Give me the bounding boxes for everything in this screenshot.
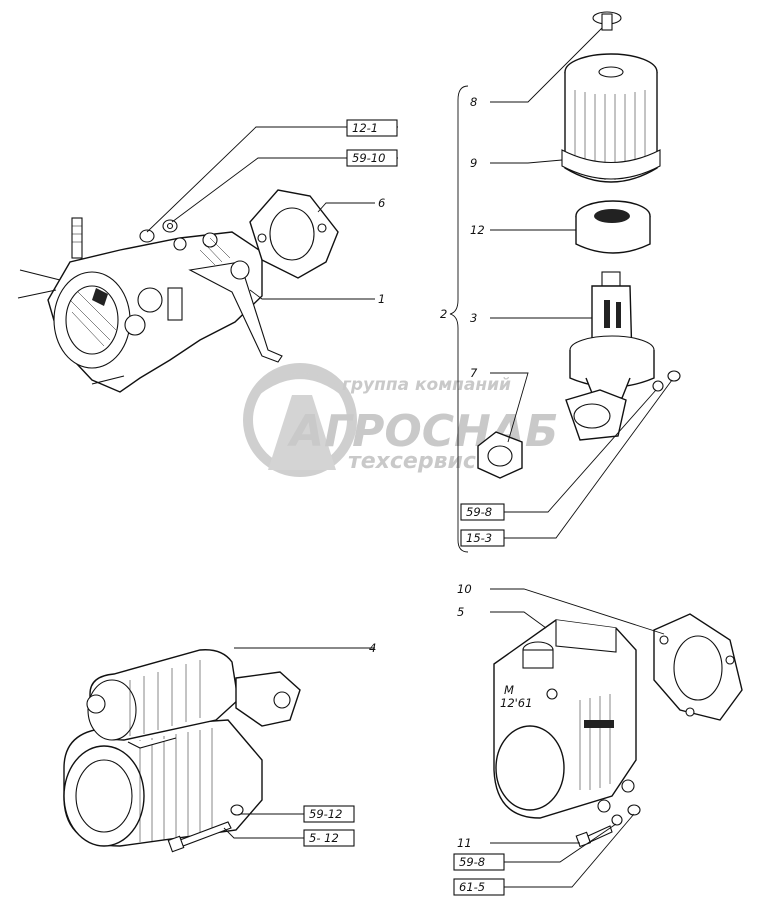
callout-59-10-label: 59-10 [352,151,385,165]
label-6: 6 [378,196,385,210]
callout-numbers: 1 2 3 4 5 6 7 8 9 10 11 12 [369,95,485,850]
watermark-line-1: группа компаний [342,375,511,395]
nut-12-1-icon [139,229,155,243]
part-3-filter-body [565,271,655,441]
washer-61-5-icon [627,804,641,816]
callout-5-12: 5- 12 [303,829,355,847]
label-5: 5 [457,605,464,619]
label-10: 10 [457,582,472,596]
callout-61-5-label: 61-5 [459,880,485,894]
label-9: 9 [470,156,477,170]
callout-59-10: 59-10 [346,149,398,167]
callout-61-5: 61-5 [453,878,505,896]
callout-5-12-label: 5- 12 [309,831,339,845]
callout-15-3-label: 15-3 [466,531,492,545]
watermark: группа компаний АГРОСНАБ техсервис [243,363,558,477]
label-2: 2 [440,307,447,321]
label-12: 12 [470,223,485,237]
part-9-filter-housing [561,53,661,183]
part-10-gasket [653,613,743,721]
label-11: 11 [457,836,472,850]
washer-59-8-bottom-icon [611,814,623,826]
callout-15-3: 15-3 [460,529,505,547]
part-8-wing-nut [592,11,622,31]
label-4: 4 [369,641,376,655]
callout-59-8-bottom-label: 59-8 [459,855,485,869]
label-7: 7 [470,366,478,380]
watermark-logo-icon [243,363,357,477]
leader-lines [146,27,673,888]
part-4-starter [63,649,301,847]
callout-59-12-label: 59-12 [309,807,342,821]
part-5-housing [493,619,637,819]
label-8: 8 [470,95,477,109]
label-3: 3 [470,311,477,325]
callout-12-1-label: 12-1 [352,121,378,135]
bolt-5-12-icon [167,821,232,853]
group-2-brace [449,85,469,553]
callout-12-1: 12-1 [346,119,398,137]
bolt-11-icon [575,825,613,848]
part-marking-line-1: М [504,683,514,697]
part-7-gasket [477,431,523,479]
washer-59-8-top-icon [652,380,664,392]
part-1-manifold-assembly [17,217,283,393]
part-marking-line-2: 12'61 [500,696,532,710]
part-12-filter-element [575,200,651,254]
watermark-line-3: техсервис [348,449,476,474]
label-1: 1 [378,292,385,306]
nut-15-3-icon [667,370,681,382]
part-6-gasket [249,189,339,279]
washer-59-12-icon [230,804,244,816]
callout-59-8-top: 59-8 [460,503,505,521]
callout-59-8-bottom: 59-8 [453,853,505,871]
callout-59-8-top-label: 59-8 [466,505,492,519]
callout-59-12: 59-12 [303,805,355,823]
